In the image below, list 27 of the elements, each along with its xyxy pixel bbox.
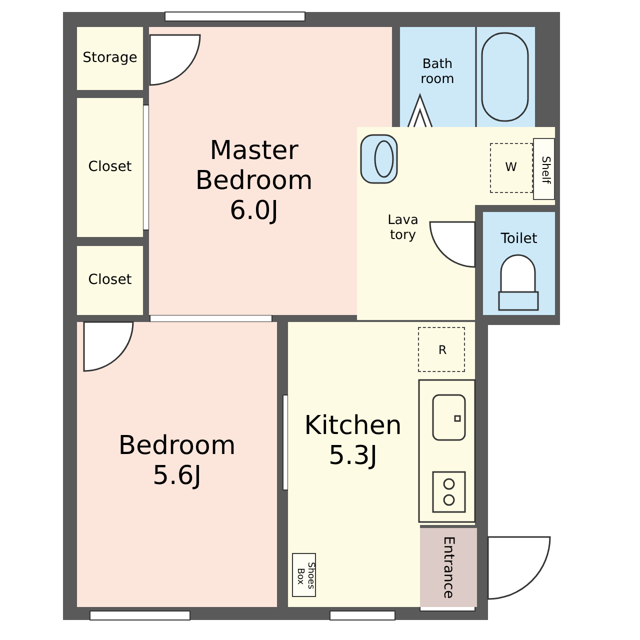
room-label: Kitchen [304,412,402,442]
shelf-unit [533,138,555,200]
room-label: Bath room [420,58,456,88]
room-label: Entrance [440,536,457,599]
room-label: Bedroom [118,432,236,462]
shoe-cabinet [292,553,316,597]
fixture-label: Shoes Box [294,561,316,592]
room-area: 5.6J [152,462,202,492]
room-area: 5.3J [328,442,378,472]
refrigerator-space [418,327,465,372]
fixture-label: R [438,344,447,358]
room-area: 6.0J [229,196,279,227]
room-label: Closet [88,272,132,289]
fixture-label: Shelf [538,156,552,184]
bathroom-room [400,27,535,127]
entrance-room [420,528,477,607]
room-label: Lava tory [386,214,420,244]
kitchen-room [288,322,475,607]
room-label: Master Bedroom [194,137,314,197]
closet-room [77,246,143,315]
storage-room [77,27,143,90]
fixture-label: W [505,160,517,174]
closet-room [77,98,143,237]
room-label: Storage [82,50,138,67]
bedroom-room [77,322,277,607]
room-label: Toilet [500,230,538,248]
room-label: Closet [88,159,132,176]
